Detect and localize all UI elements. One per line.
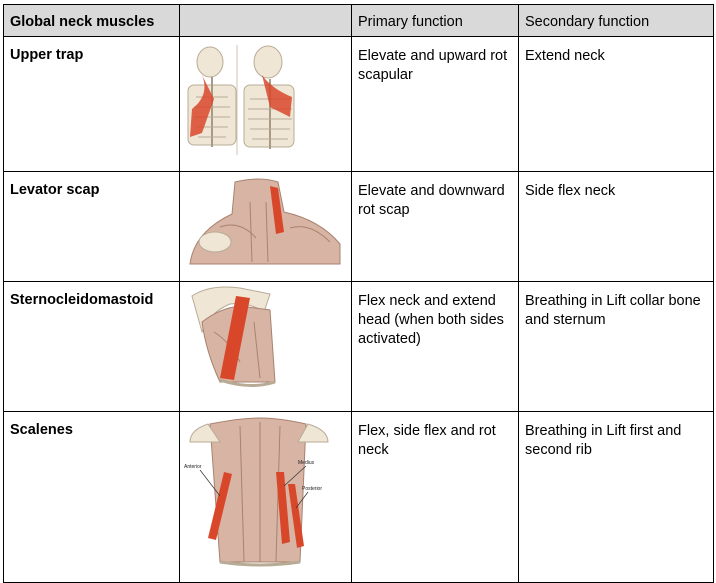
upper-trapezius-illustration: [179, 36, 352, 172]
primary-function: Flex neck and extend head (when both sid…: [351, 281, 519, 412]
header-primary-function: Primary function: [351, 4, 519, 37]
primary-function: Elevate and downward rot scap: [351, 171, 519, 282]
secondary-function: Extend neck: [518, 36, 714, 172]
header-row: Global neck muscles Primary function Sec…: [3, 4, 714, 37]
sternocleidomastoid-illustration: [179, 281, 352, 412]
primary-function: Elevate and upward rot scapular: [351, 36, 519, 172]
muscle-name: Levator scap: [3, 171, 180, 282]
header-secondary-function: Secondary function: [518, 4, 714, 37]
muscle-name: Scalenes: [3, 411, 180, 583]
scalenes-illustration: Anterior Medius Posterior: [179, 411, 352, 583]
secondary-function: Side flex neck: [518, 171, 714, 282]
muscle-name: Sternocleidomastoid: [3, 281, 180, 412]
table-row: Sternocleidomastoid Flex neck and extend…: [3, 281, 714, 412]
table-row: Upper trap: [3, 36, 714, 172]
primary-function: Flex, side flex and rot neck: [351, 411, 519, 583]
header-global-neck-muscles: Global neck muscles: [3, 4, 180, 37]
muscle-name: Upper trap: [3, 36, 180, 172]
secondary-function: Breathing in Lift first and second rib: [518, 411, 714, 583]
neck-muscles-table: Global neck muscles Primary function Sec…: [3, 4, 714, 583]
label-posterior: Posterior: [302, 486, 322, 492]
table-row: Levator scap Elevate and downward rot sc…: [3, 171, 714, 282]
label-medius: Medius: [298, 460, 315, 466]
header-image: [179, 4, 352, 37]
table-row: Scalenes Anterior Medius Posterior Flex,…: [3, 411, 714, 583]
levator-scapulae-illustration: [179, 171, 352, 282]
secondary-function: Breathing in Lift collar bone and sternu…: [518, 281, 714, 412]
label-anterior: Anterior: [184, 464, 202, 470]
